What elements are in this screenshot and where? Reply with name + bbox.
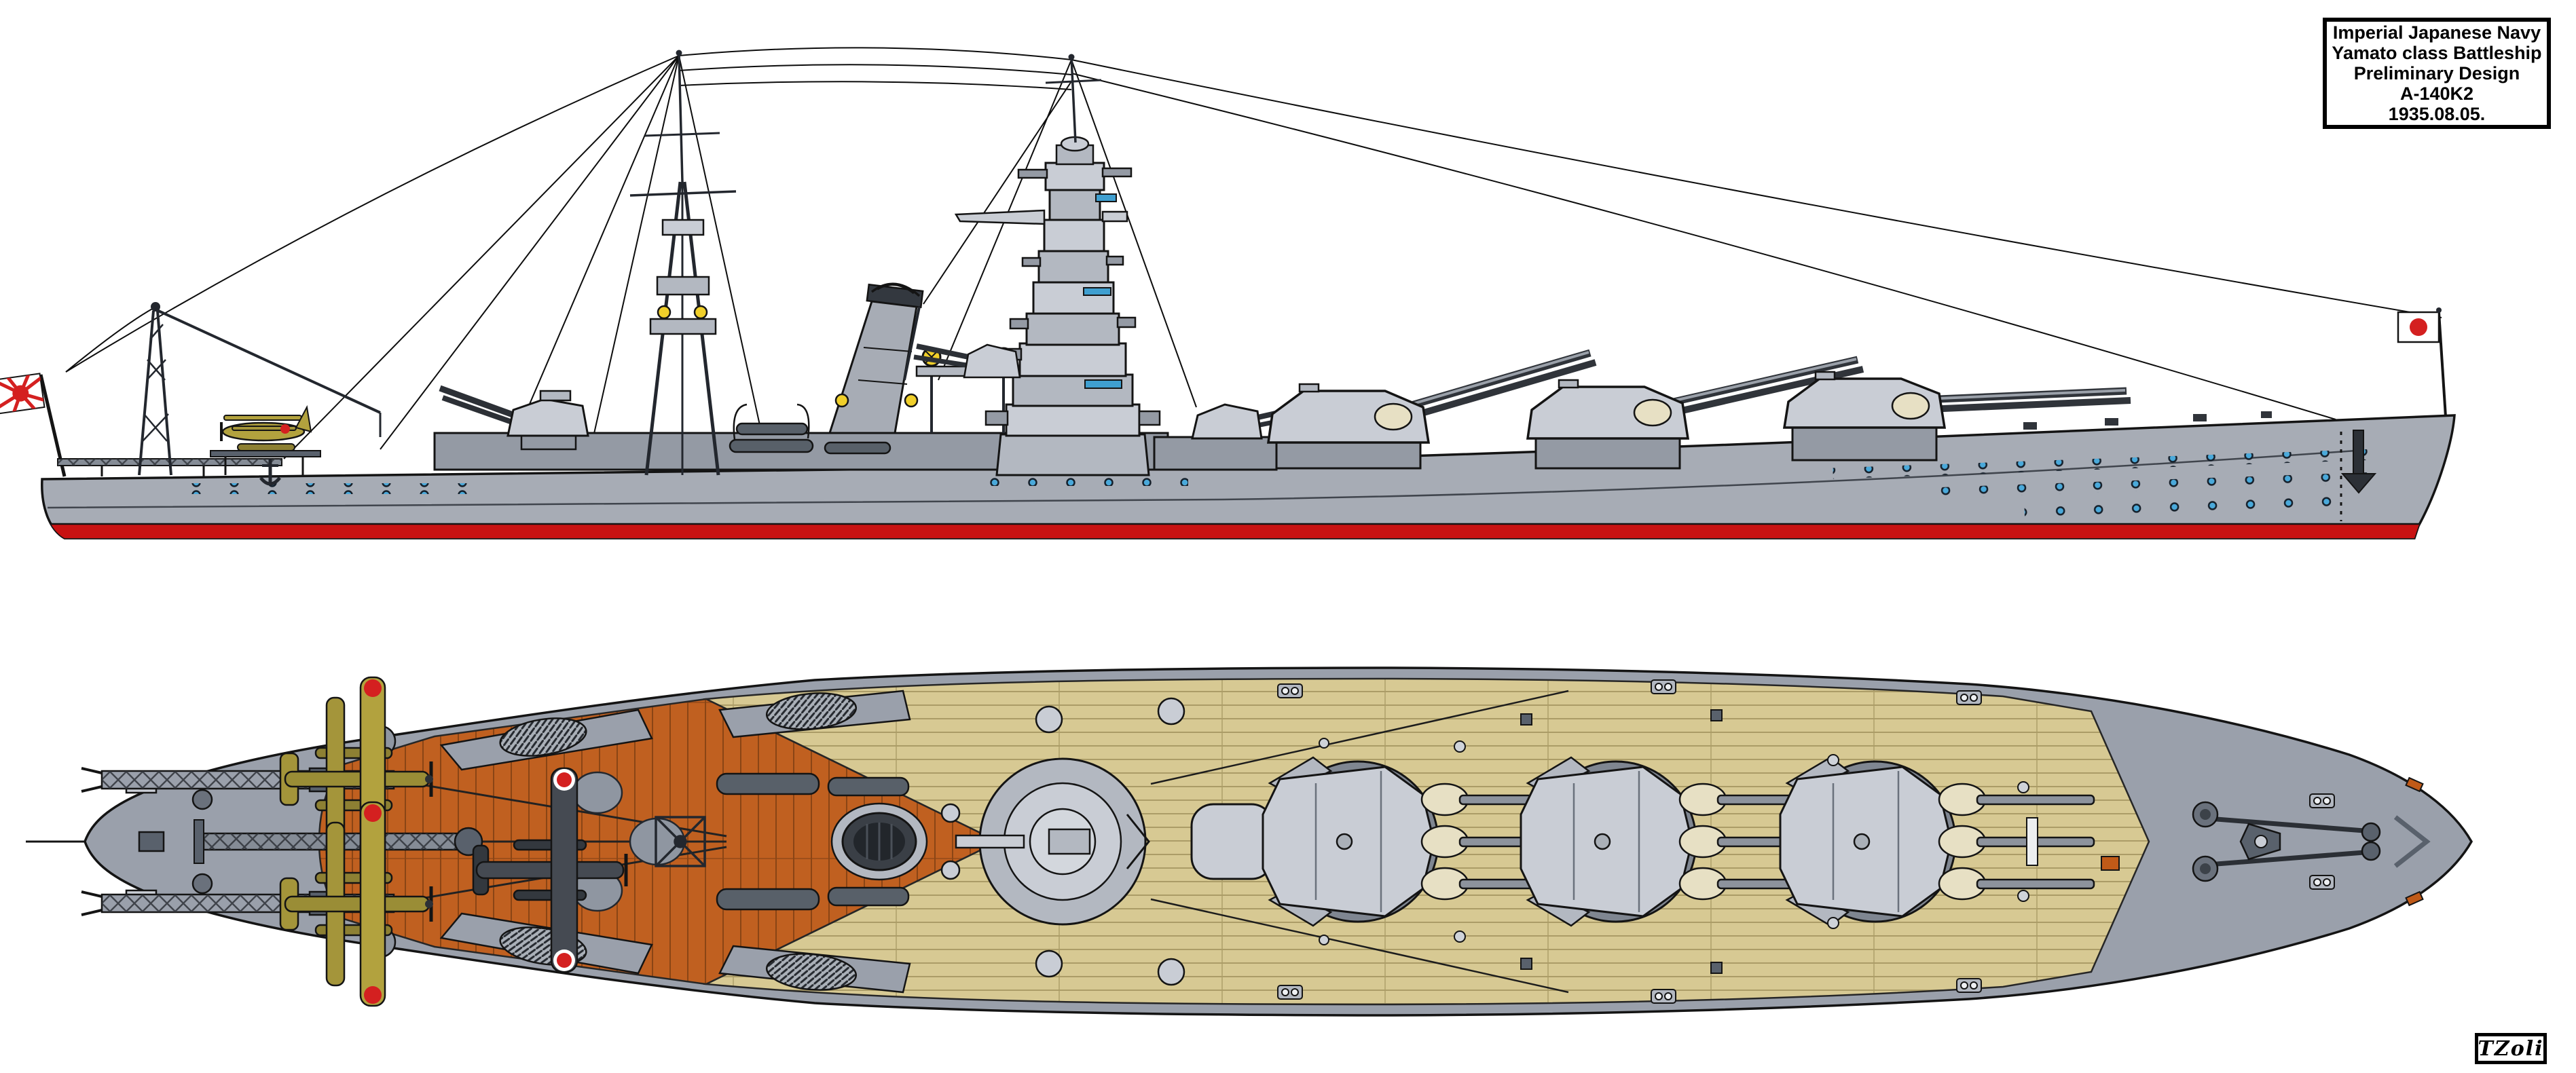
title-line-3: Preliminary Design (2353, 63, 2520, 83)
main-turret-3-side (1784, 372, 2131, 460)
top-view (26, 668, 2471, 1015)
seaplane-top-dark (473, 768, 626, 972)
seaplane-side (210, 407, 320, 475)
rising-sun-ensign-icon (0, 372, 65, 476)
boats-top (717, 774, 908, 909)
ship-boats (730, 404, 890, 453)
searchlight-top-2 (942, 861, 959, 879)
aircraft-crane (139, 302, 380, 475)
aa-mounts-top (1036, 698, 1184, 985)
pagoda-top (956, 759, 1149, 924)
bow-anchor-icon (2342, 430, 2375, 493)
funnel-top (832, 804, 927, 880)
aa-sponson-stbd-fwd (720, 946, 910, 994)
title-line-2: Yamato class Battleship (2332, 43, 2542, 63)
turntables (573, 772, 684, 911)
pagoda-secondary-turret (914, 345, 1020, 377)
title-line-1: Imperial Japanese Navy (2332, 22, 2541, 43)
aft-secondary-turret (440, 388, 588, 449)
deck-rigging-lines (1151, 691, 1568, 992)
waterline-stripe (41, 524, 2424, 538)
pagoda-bridge (956, 54, 1160, 476)
aa-sponson-port-aft (441, 710, 652, 770)
anchor-chains (2193, 778, 2427, 905)
forward-secondary-turret (1154, 399, 1342, 470)
title-box: Imperial Japanese Navy Yamato class Batt… (2323, 18, 2551, 129)
signature-box: TZoli (2475, 1033, 2547, 1064)
stern-anchor-icon (261, 459, 280, 485)
searchlight-top-1 (942, 804, 959, 822)
foredeck-fittings-side (2023, 411, 2272, 430)
hinomaru-jack-icon (2398, 307, 2446, 417)
main-turret-1-side (1268, 352, 1596, 468)
wood-deck-fittings (1277, 679, 2119, 1004)
aa-sponson-port-fwd (720, 690, 910, 737)
rigging-lines (66, 48, 2442, 459)
title-line-4: A-140K2 (2399, 83, 2474, 104)
mainmast-top (656, 817, 705, 866)
mainmast (630, 50, 736, 476)
title-line-5: 1935.08.05. (2388, 104, 2486, 124)
side-view (0, 48, 2454, 538)
signature-text: TZoli (2478, 1036, 2544, 1061)
funnel (830, 284, 923, 433)
